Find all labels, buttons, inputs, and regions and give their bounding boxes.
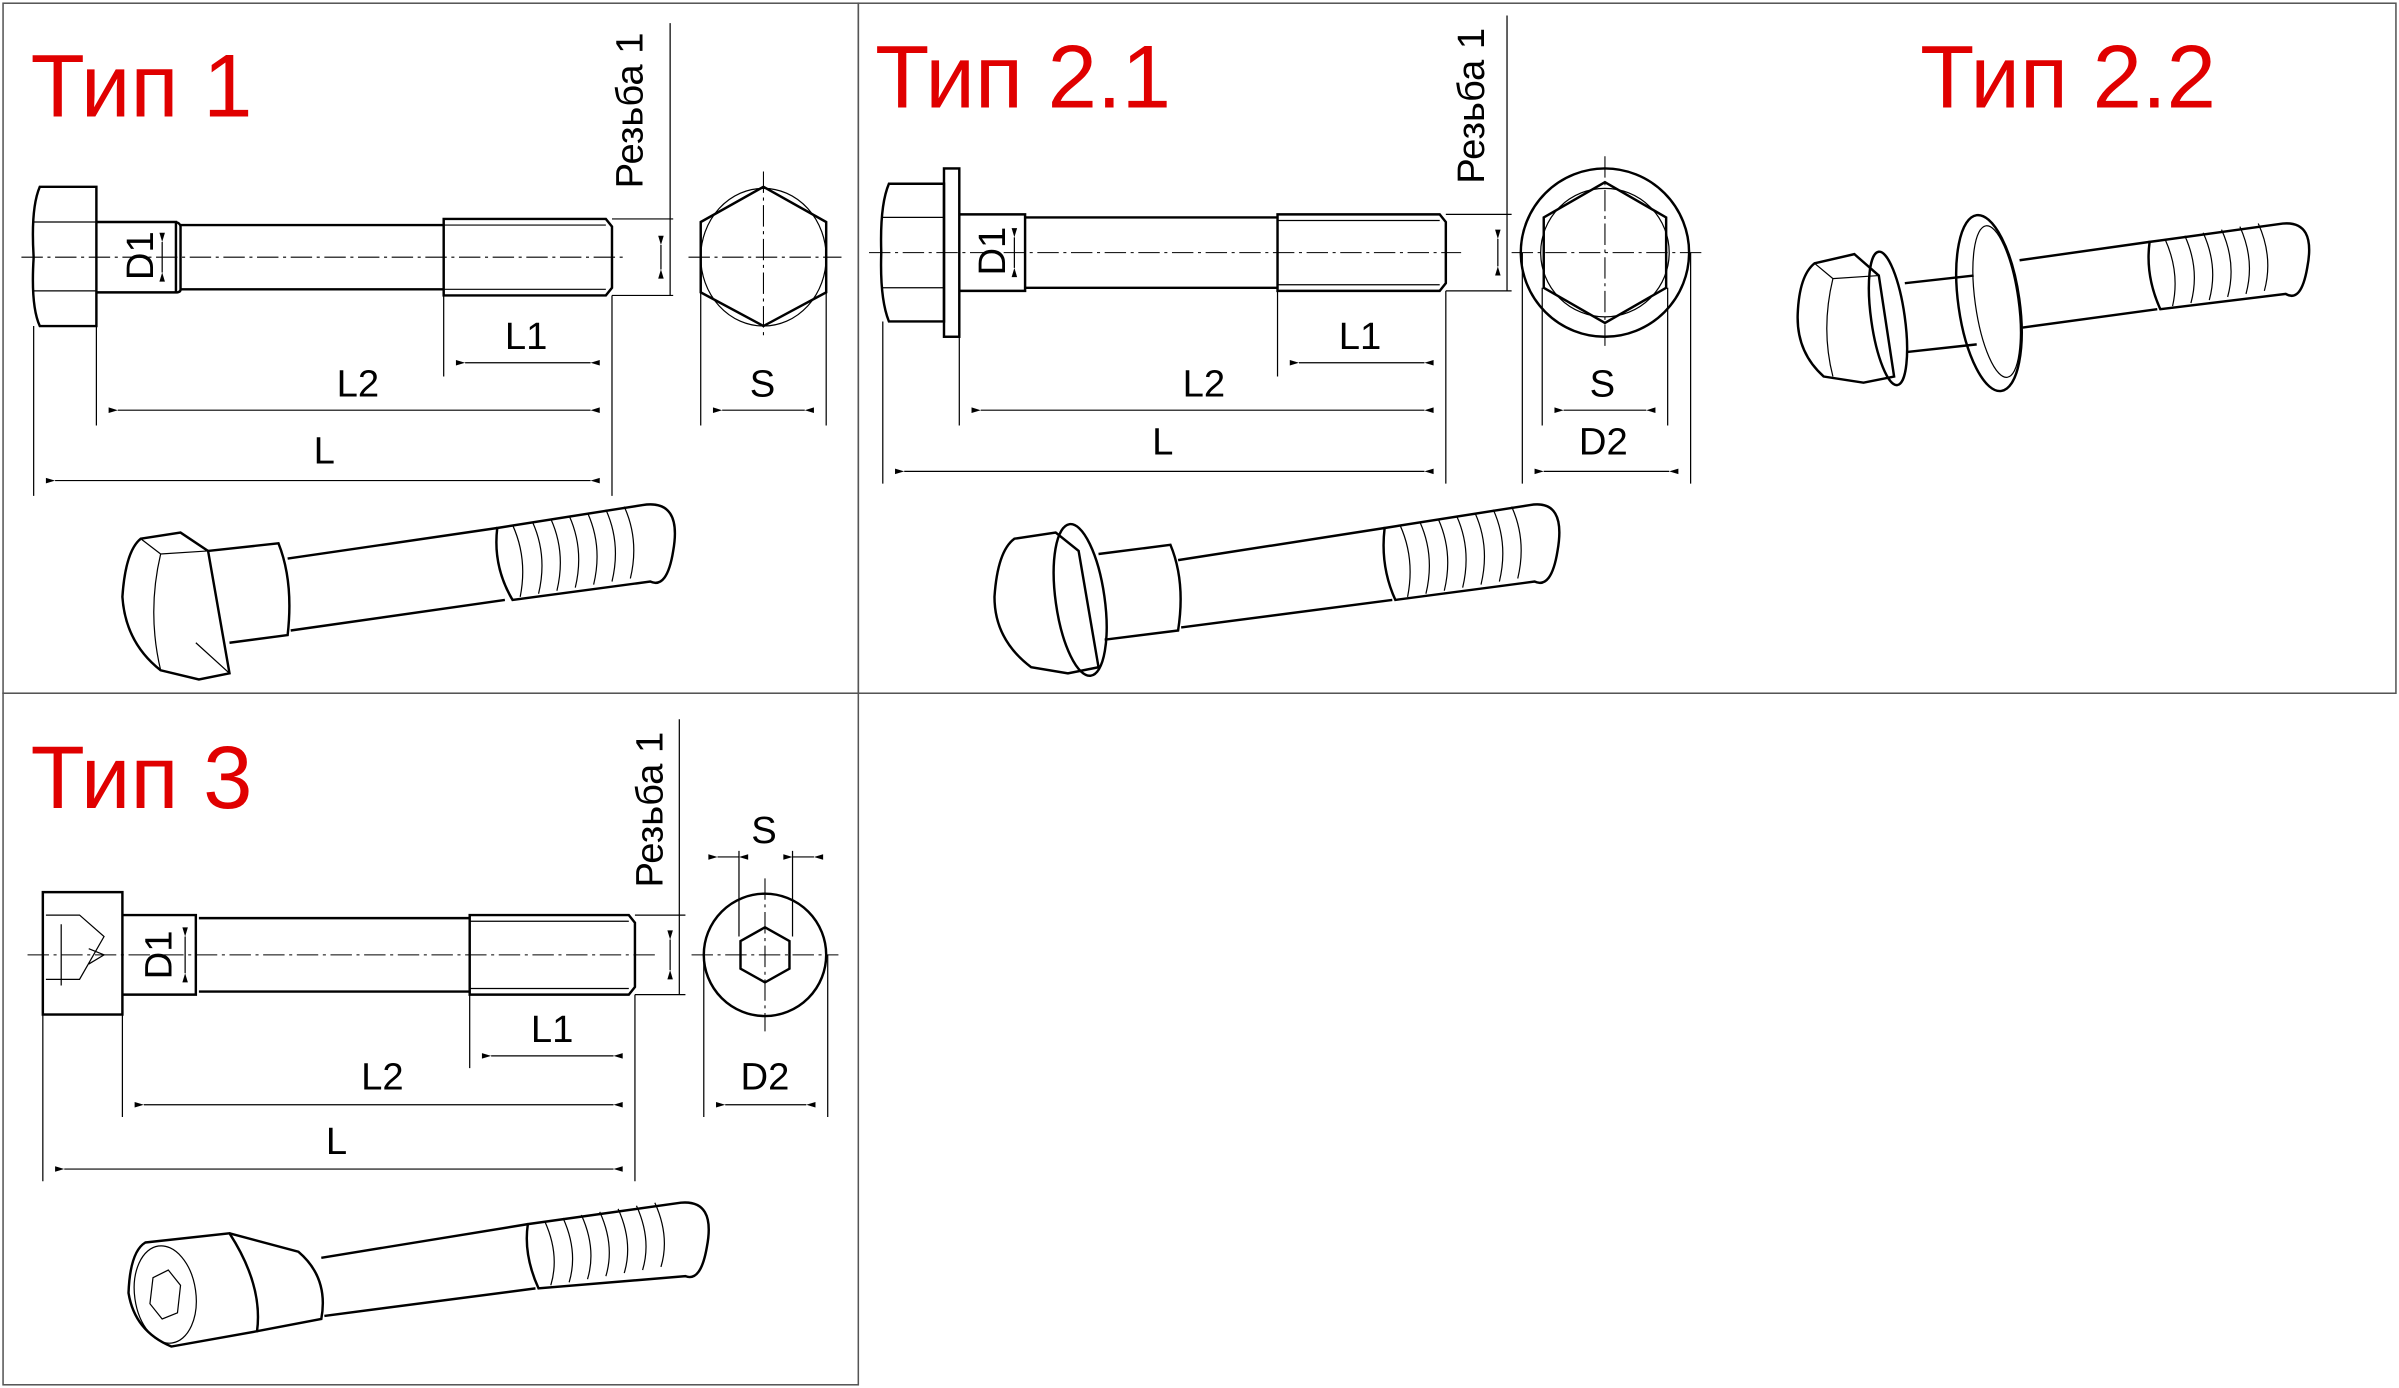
type-2-1-s-label: S [1590, 362, 1616, 405]
type-2-1-d2-label: D2 [1579, 421, 1628, 464]
type-1-s-label: S [750, 362, 776, 405]
type-2-1-iso-bolt [993, 503, 1561, 677]
type-2-1-l2-label: L2 [1183, 362, 1226, 405]
panel-type-2 [857, 2, 2397, 694]
type-2-1-thread-label: Резьба 1 [1450, 28, 1493, 184]
type-1-iso-bolt [121, 503, 677, 681]
type-1-l1-label: L1 [505, 315, 548, 358]
type-2-2-drawing: Тип 2.2 [1796, 27, 2311, 393]
type-1-thread-label: Резьба 1 [609, 32, 652, 188]
type-1-l-label: L [314, 430, 335, 473]
type-1-title: Тип 1 [31, 36, 253, 135]
type-1-d1-label: D1 [119, 231, 162, 280]
type-2-1-drawing: Тип 2.1 D1 Резьба 1 L1 L2 L S D2 [869, 15, 1702, 677]
type-2-1-l-label: L [1152, 421, 1173, 464]
type-3-thread-label: Резьба 1 [628, 732, 671, 888]
type-3-d1-label: D1 [137, 930, 180, 979]
type-3-iso-bolt [127, 1201, 710, 1348]
type-1-l2-label: L2 [337, 362, 380, 405]
type-2-1-title: Тип 2.1 [875, 27, 1171, 126]
type-2-1-d1-label: D1 [971, 227, 1014, 276]
type-3-title: Тип 3 [31, 728, 253, 827]
type-3-l2-label: L2 [361, 1055, 404, 1098]
type-1-drawing: Тип 1 D1 Резьба 1 L1 L2 L S [21, 23, 842, 681]
type-3-drawing: Тип 3 D1 Резьба 1 S L1 L2 L D2 [27, 719, 839, 1348]
type-2-2-iso-bolt [1796, 213, 2311, 393]
panel-type-3 [2, 692, 860, 1386]
type-2-2-title: Тип 2.2 [1920, 27, 2216, 126]
type-2-1-l1-label: L1 [1339, 315, 1382, 358]
type-3-l-label: L [326, 1120, 347, 1163]
type-3-d2-label: D2 [741, 1055, 790, 1098]
type-3-l1-label: L1 [531, 1008, 574, 1051]
type-3-s-label: S [751, 809, 777, 852]
